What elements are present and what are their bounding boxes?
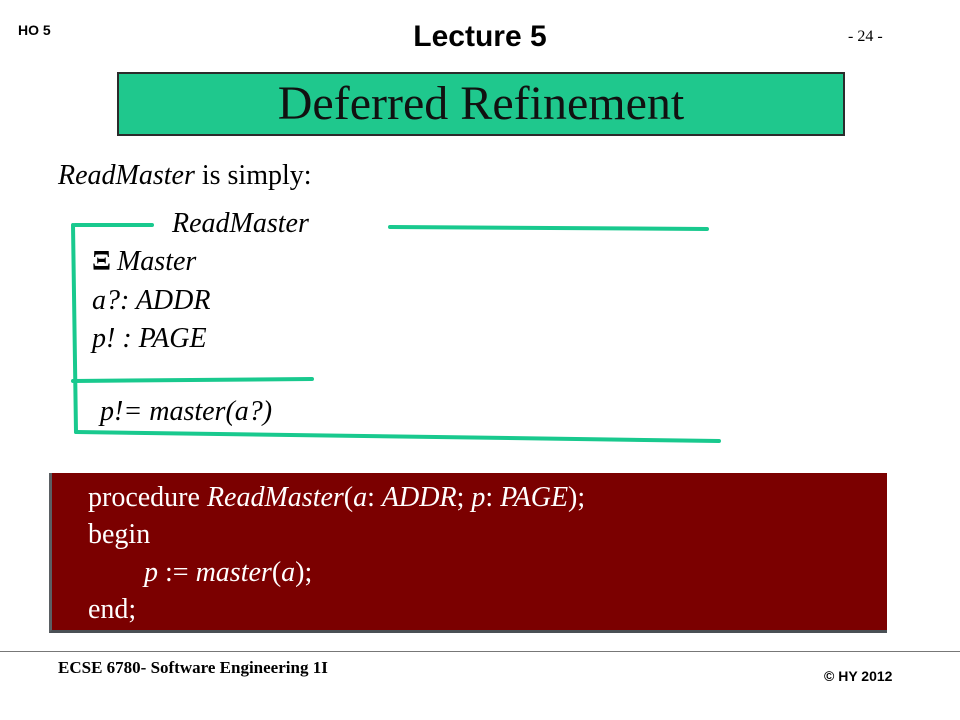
xi-symbol: Ξ <box>92 246 111 277</box>
slide-title: Deferred Refinement <box>277 77 685 130</box>
declaration-master: Master <box>116 246 197 277</box>
body-token: a <box>281 557 296 588</box>
title-banner: Deferred Refinement <box>117 72 845 136</box>
schema-declaration-input: a?: ADDR <box>92 285 211 316</box>
page-number: - 24 - <box>848 28 883 45</box>
code-line-procedure: procedure ReadMaster(a: ADDR; p: PAGE); <box>88 481 585 515</box>
param-token: PAGE <box>500 482 569 513</box>
footer-divider <box>0 651 960 652</box>
keyword-procedure: procedure <box>88 482 207 513</box>
param-token: p <box>471 482 486 513</box>
copyright: © HY 2012 <box>824 668 893 684</box>
schema-left-line <box>71 223 78 434</box>
body-token: master <box>195 557 272 588</box>
schema-bottom-line <box>74 430 721 443</box>
lecture-title: Lecture 5 <box>413 20 547 53</box>
schema-declaration-output: p! : PAGE <box>92 323 207 354</box>
procedure-name: ReadMaster <box>206 482 344 513</box>
body-token: p <box>144 557 158 588</box>
code-line-end: end; <box>88 594 137 625</box>
param-token: a <box>353 482 368 513</box>
procedure-params: (a: ADDR; p: PAGE); <box>343 482 586 513</box>
handout-number: HO 5 <box>18 22 51 38</box>
param-token: ADDR <box>381 482 457 513</box>
code-line-body: p := master(a); <box>144 557 313 588</box>
procedure-code-box: procedure ReadMaster(a: ADDR; p: PAGE); … <box>49 473 887 633</box>
intro-schema-name: ReadMaster <box>58 160 195 191</box>
schema-divider-line <box>71 377 314 383</box>
schema-predicate: p!= master(a?) <box>100 396 273 427</box>
course-name: ECSE 6780- Software Engineering 1I <box>58 658 328 677</box>
intro-text: is simply: <box>194 160 312 191</box>
schema-top-right-line <box>388 225 709 231</box>
schema-name: ReadMaster <box>172 208 309 239</box>
code-line-begin: begin <box>88 519 151 550</box>
intro-sentence: ReadMaster is simply: <box>58 160 312 192</box>
